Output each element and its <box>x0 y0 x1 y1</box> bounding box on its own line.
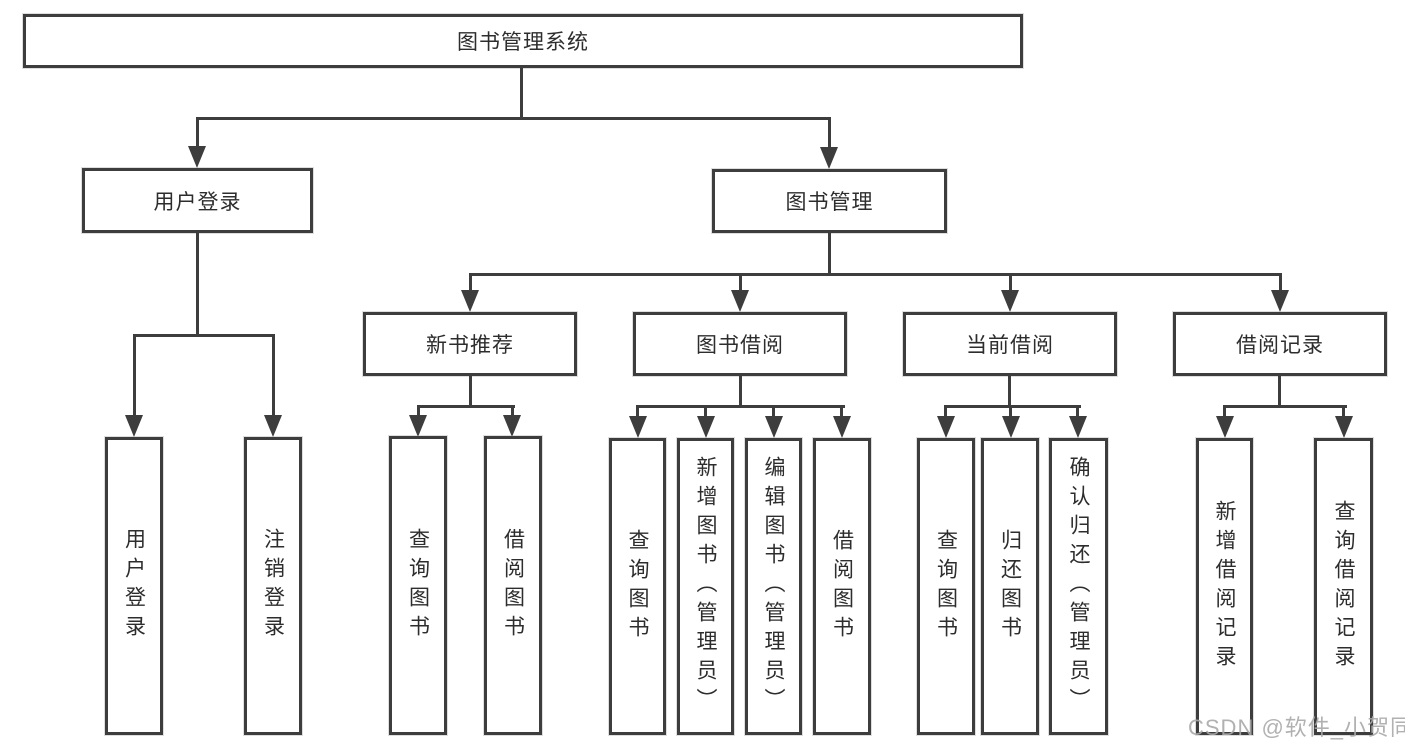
arrowhead-down-icon <box>731 290 749 312</box>
connector-bookmgmt-rail <box>469 273 1282 276</box>
connector-br-rail <box>1223 405 1347 408</box>
connector-cb-rail <box>944 405 1081 408</box>
connector-userlogin-rail <box>133 334 275 337</box>
leaf-bb-query-books: 查询图书 <box>609 438 666 735</box>
connector-nbr-stem <box>469 376 472 408</box>
arrowhead-down-icon <box>125 415 143 437</box>
csdn-watermark: CSDN @软件_小贺同学 <box>1188 715 1405 740</box>
connector-bookmgmt-drop-2 <box>739 273 742 292</box>
leaf-bb-edit-books: 编辑图书（管理员） <box>745 438 802 735</box>
arrowhead-down-icon <box>820 147 838 169</box>
connector-br-stem <box>1278 376 1281 408</box>
connector-userlogin-drop-1 <box>133 334 136 416</box>
leaf-user-login: 用户登录 <box>105 437 163 735</box>
connector-cb-drop-1 <box>944 405 947 418</box>
leaf-br-add-record: 新增借阅记录 <box>1196 438 1253 735</box>
connector-bookmgmt-drop-4 <box>1279 273 1282 292</box>
connector-root-drop-right <box>828 117 831 148</box>
connector-nbr-rail <box>417 405 515 408</box>
leaf-br-query-record: 查询借阅记录 <box>1314 438 1373 735</box>
connector-br-drop-1 <box>1223 405 1226 418</box>
connector-cb-drop-3 <box>1076 405 1079 418</box>
connector-nbr-drop-2 <box>511 405 514 417</box>
connector-root-stem <box>520 68 523 119</box>
arrowhead-down-icon <box>1335 416 1353 438</box>
node-new-book-recommend: 新书推荐 <box>363 312 577 376</box>
arrowhead-down-icon <box>1002 416 1020 438</box>
connector-nbr-drop-1 <box>417 405 420 417</box>
node-current-borrowing: 当前借阅 <box>903 312 1117 376</box>
connector-cb-stem <box>1008 376 1011 408</box>
connector-bb-stem <box>739 376 742 408</box>
leaf-nbr-borrow-books: 借阅图书 <box>484 436 542 735</box>
connector-bb-drop-3 <box>772 405 775 418</box>
arrowhead-down-icon <box>461 290 479 312</box>
leaf-nbr-query-books: 查询图书 <box>389 436 447 735</box>
leaf-cb-return-books: 归还图书 <box>981 438 1039 735</box>
arrowhead-down-icon <box>1216 416 1234 438</box>
node-borrowing-records: 借阅记录 <box>1173 312 1387 376</box>
leaf-bb-borrow-books: 借阅图书 <box>813 438 871 735</box>
connector-userlogin-drop-2 <box>272 334 275 416</box>
leaf-cb-confirm-return: 确认归还（管理员） <box>1049 438 1108 735</box>
arrowhead-down-icon <box>503 415 521 437</box>
connector-cb-drop-2 <box>1009 405 1012 418</box>
node-book-management-group: 图书管理 <box>712 169 947 233</box>
connector-bb-drop-4 <box>840 405 843 418</box>
arrowhead-down-icon <box>765 416 783 438</box>
arrowhead-down-icon <box>1271 290 1289 312</box>
leaf-bb-add-books: 新增图书（管理员） <box>677 438 734 735</box>
connector-bb-rail <box>636 405 845 408</box>
arrowhead-down-icon <box>629 416 647 438</box>
arrowhead-down-icon <box>188 146 206 168</box>
leaf-logout: 注销登录 <box>244 437 302 735</box>
node-user-login-group: 用户登录 <box>82 168 313 233</box>
arrowhead-down-icon <box>937 416 955 438</box>
connector-bookmgmt-drop-1 <box>469 273 472 292</box>
arrowhead-down-icon <box>1001 290 1019 312</box>
node-book-borrowing: 图书借阅 <box>633 312 847 376</box>
connector-br-drop-2 <box>1342 405 1345 418</box>
connector-bookmgmt-stem <box>828 233 831 276</box>
arrowhead-down-icon <box>697 416 715 438</box>
connector-bookmgmt-drop-3 <box>1009 273 1012 292</box>
connector-root-drop-left <box>196 117 199 147</box>
connector-bb-drop-1 <box>636 405 639 418</box>
arrowhead-down-icon <box>833 416 851 438</box>
connector-userlogin-stem <box>196 233 199 337</box>
arrowhead-down-icon <box>264 415 282 437</box>
node-library-management-system: 图书管理系统 <box>23 14 1023 68</box>
arrowhead-down-icon <box>409 415 427 437</box>
leaf-cb-query-books: 查询图书 <box>917 438 975 735</box>
connector-bb-drop-2 <box>704 405 707 418</box>
arrowhead-down-icon <box>1069 416 1087 438</box>
connector-root-rail <box>197 117 831 120</box>
